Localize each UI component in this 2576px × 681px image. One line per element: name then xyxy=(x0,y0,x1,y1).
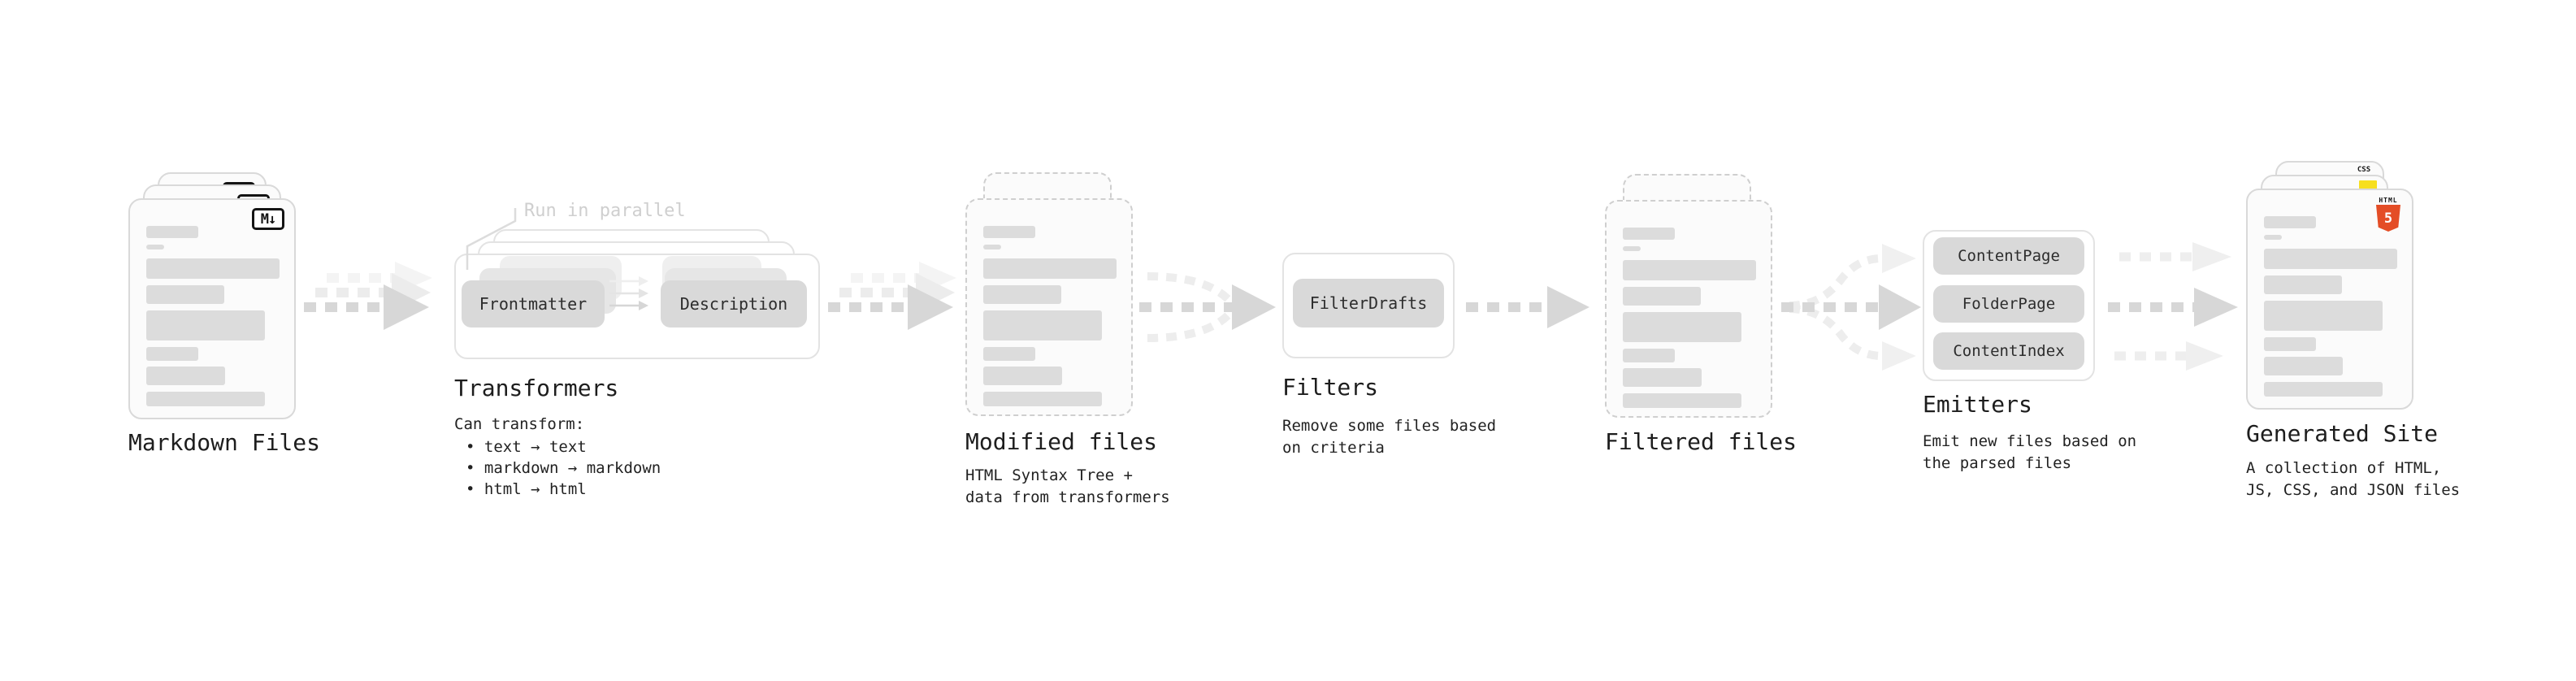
modified-files-label: Modified files xyxy=(965,428,1158,455)
markdown-icon: M↓ xyxy=(252,208,284,230)
emitters-caption: Emit new files based on the parsed files xyxy=(1923,432,2137,472)
filtered-files-label: Filtered files xyxy=(1605,428,1798,455)
markdown-file-front: M↓ xyxy=(128,198,296,419)
flow-arrow-markdown-to-transformers xyxy=(304,262,432,330)
document-content-placeholder xyxy=(1623,228,1756,408)
document-content-placeholder xyxy=(983,226,1117,406)
markdown-files-stack: M↓ M↓ M↓ xyxy=(128,172,296,419)
run-in-parallel-note: Run in parallel xyxy=(524,201,686,221)
transformers-bullet: • html → html xyxy=(466,480,587,498)
generated-site-label: Generated Site xyxy=(2246,420,2439,447)
document-content-placeholder xyxy=(146,226,280,406)
html5-shield: 5 xyxy=(2376,205,2400,232)
generated-site-stack: CSS HTML 5 xyxy=(2246,161,2413,410)
flow-arrow-filtered-to-emitters xyxy=(1781,244,1921,371)
document-content-placeholder xyxy=(2264,216,2397,397)
flow-arrow-emitter-middle xyxy=(2108,288,2238,327)
contentpage-pill: ContentPage xyxy=(1933,237,2084,275)
modified-files-caption: HTML Syntax Tree + data from transformer… xyxy=(965,466,1170,506)
flow-arrow-transformers-to-modified xyxy=(828,262,956,330)
filtered-file-front xyxy=(1605,200,1772,418)
transformers-label: Transformers xyxy=(454,375,619,401)
pill-to-pill-arrows xyxy=(609,276,648,310)
flow-arrow-emitter-bottom xyxy=(2114,341,2223,371)
transformers-bullet: • text → text xyxy=(466,438,587,456)
markdown-files-label: Markdown Files xyxy=(128,429,321,456)
html-file: HTML 5 xyxy=(2246,189,2413,410)
run-in-parallel-connector xyxy=(466,208,517,270)
filterdrafts-pill: FilterDrafts xyxy=(1293,279,1444,327)
description-pill: Description xyxy=(661,280,807,327)
filters-label: Filters xyxy=(1282,374,1379,401)
modified-file-front xyxy=(965,198,1133,416)
contentindex-pill: ContentIndex xyxy=(1933,332,2084,370)
frontmatter-pill: Frontmatter xyxy=(462,280,605,327)
js-icon xyxy=(2359,180,2377,189)
emitters-label: Emitters xyxy=(1923,391,2032,418)
flow-arrow-filters-to-filtered xyxy=(1466,286,1589,328)
filters-caption: Remove some files based on criteria xyxy=(1282,417,1497,457)
transformers-intro: Can transform: xyxy=(454,415,585,433)
flow-arrow-modified-to-filters xyxy=(1139,272,1276,342)
html5-icon: HTML 5 xyxy=(2374,197,2402,232)
transformers-bullet: • markdown → markdown xyxy=(466,459,661,477)
flow-arrow-emitter-top xyxy=(2119,242,2231,271)
folderpage-pill: FolderPage xyxy=(1933,285,2084,323)
generated-site-caption: A collection of HTML, JS, CSS, and JSON … xyxy=(2246,459,2461,499)
